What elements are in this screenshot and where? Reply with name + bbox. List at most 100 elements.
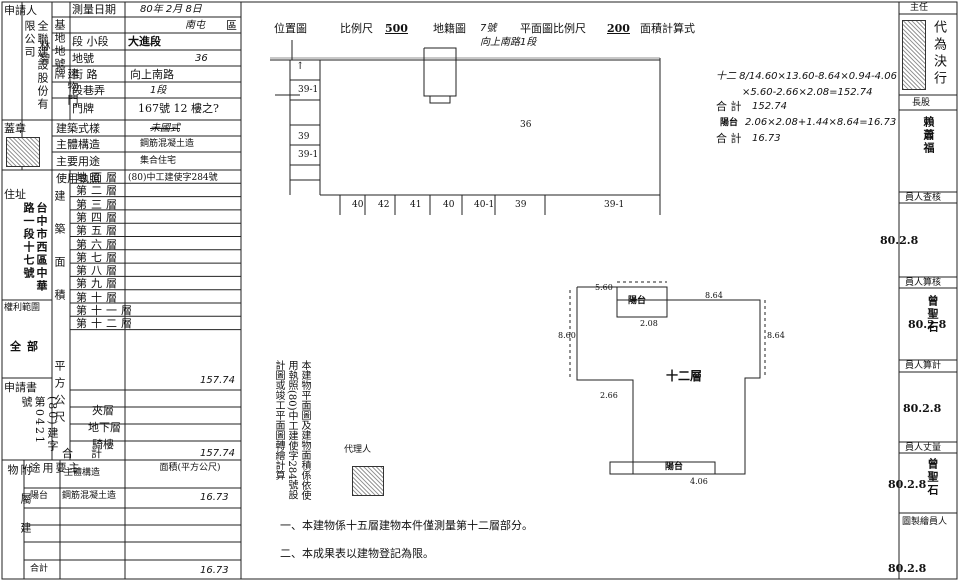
calc-line-1: 十二 8/14.60×13.60-8.64×0.94-4.06 bbox=[716, 71, 897, 82]
annex-label: 附屬建物 bbox=[6, 464, 32, 551]
address-value: 台中市西區中華路一段十七號 bbox=[22, 202, 48, 293]
lot-number: 39-1 bbox=[604, 200, 625, 210]
plan-scale-label: 平面圖比例尺 bbox=[520, 22, 586, 35]
road-label: 向上南路1段 bbox=[480, 37, 537, 48]
annex-use-label: 主要用途 bbox=[28, 462, 80, 475]
street-label: 街 路 bbox=[72, 68, 98, 81]
annex-area-label: 面積(平方公尺) bbox=[159, 463, 221, 473]
base-label: 基地地號 bbox=[53, 19, 66, 71]
location-label: 位置圖 bbox=[274, 22, 307, 35]
basement-label: 地下層 bbox=[88, 421, 121, 434]
review-date: 80.2.8 bbox=[880, 234, 919, 247]
sidebar-head: 主任 bbox=[910, 3, 929, 13]
dimension-label: 2.08 bbox=[640, 319, 658, 328]
floor-row-label: 第二層 bbox=[76, 184, 121, 198]
note-vertical: 本建物平面圖及建物面積係依使用執照(80)中工建使字284號設計圖或竣工平面圖轉… bbox=[273, 360, 310, 500]
chief-label: 長股 bbox=[912, 98, 931, 108]
applicant-name: 林智 bbox=[38, 40, 51, 66]
chief-seal bbox=[902, 20, 926, 90]
applicant-label: 申請人 bbox=[4, 4, 37, 17]
scale-value: 500 bbox=[385, 22, 408, 35]
proxy-text: 代為決行 bbox=[931, 20, 946, 88]
check-label: 員人算核 bbox=[905, 278, 942, 288]
survey-date: 80.2.8 bbox=[888, 478, 927, 491]
calc-total: 152.74 bbox=[752, 101, 787, 112]
balcony-total: 16.73 bbox=[752, 133, 781, 144]
section-label: 段 小段 bbox=[72, 35, 109, 48]
lane-label: 段巷弄 bbox=[72, 84, 105, 97]
floor-area-label: 建築面積 bbox=[53, 190, 66, 322]
calc-label: 員人算計 bbox=[905, 361, 942, 371]
door-value: 167號 12 樓之? bbox=[138, 102, 219, 115]
floor-row-label: 第十層 bbox=[76, 290, 121, 304]
check-date: 80.2.8 bbox=[908, 318, 947, 331]
lot-number: 39-1 bbox=[298, 150, 319, 160]
calc-total-label: 合 計 bbox=[716, 100, 742, 113]
arcade-label: 騎樓 bbox=[92, 438, 114, 451]
survey-date-label: 測量日期 bbox=[72, 3, 116, 16]
use-label: 主要用途 bbox=[56, 155, 100, 168]
lot-number: 39 bbox=[515, 200, 527, 210]
unit-label: 平方公尺 bbox=[53, 360, 66, 428]
calc-date: 80.2.8 bbox=[903, 402, 942, 415]
annex-structure-label: 主體構造 bbox=[64, 468, 101, 478]
annex-total: 16.73 bbox=[200, 565, 229, 576]
location-plan bbox=[270, 40, 661, 215]
bldg-no-label: 建物門牌 bbox=[53, 68, 79, 107]
scope-value: 全部 bbox=[10, 340, 44, 353]
style-label: 建築式樣 bbox=[56, 122, 100, 135]
scale-label: 比例尺 bbox=[340, 22, 373, 35]
door-label: 門牌 bbox=[72, 102, 94, 115]
note-1: 一、本建物係十五層建物本件僅測量第十二層部分。 bbox=[280, 519, 533, 532]
map-no: 7號 bbox=[480, 23, 497, 34]
annex-structure: 鋼筋混凝土造 bbox=[62, 491, 117, 501]
surveyor-seal bbox=[352, 466, 384, 496]
dimension-label: 5.60 bbox=[595, 283, 613, 292]
floor-plan-label: 十二層 bbox=[666, 369, 703, 383]
review-label: 員人查核 bbox=[905, 193, 942, 203]
total-value: 157.74 bbox=[200, 448, 235, 459]
address-label: 住址 bbox=[4, 188, 26, 201]
floor-row-label: 第七層 bbox=[76, 250, 121, 264]
lot-value: 36 bbox=[195, 53, 208, 64]
applicant-seal bbox=[6, 137, 40, 167]
lot-36: 36 bbox=[520, 120, 532, 130]
floor-row-label: 第九層 bbox=[76, 277, 121, 291]
total-label: 合計 bbox=[62, 447, 120, 460]
draw-date: 80.2.8 bbox=[888, 562, 927, 575]
draw-label: 圖製繪員人 bbox=[902, 517, 948, 527]
license-label: 使用執照 bbox=[56, 172, 100, 185]
calc-line-2: ×5.60-2.66×2.08=152.74 bbox=[742, 87, 873, 98]
survey-label: 員人丈量 bbox=[905, 443, 942, 453]
lot-number: 39-1 bbox=[298, 85, 319, 95]
floor-plan-outline bbox=[569, 281, 766, 475]
applicant-doc-value: (80)建字第0421號 bbox=[20, 396, 59, 453]
lane-value: 1段 bbox=[150, 85, 167, 96]
dimension-label: 8.60 bbox=[558, 331, 576, 340]
lot-number: 40 bbox=[352, 200, 364, 210]
surveyor-label: 代理人 bbox=[344, 445, 372, 455]
seal-label: 蓋章 bbox=[4, 122, 26, 135]
annex-use: 陽台 bbox=[30, 491, 49, 501]
plan-scale-value: 200 bbox=[607, 22, 630, 35]
area-formula-label: 面積計算式 bbox=[640, 22, 695, 35]
survey-date-value: 80年 2月 8日 bbox=[140, 4, 202, 15]
applicant-org: 全聯建設股份有限公司 bbox=[23, 20, 49, 111]
map-label: 地籍圖 bbox=[433, 22, 466, 35]
dimension-label: 4.06 bbox=[690, 477, 708, 486]
dimension-label: 2.66 bbox=[600, 391, 618, 400]
scope-label: 權利範圍 bbox=[4, 303, 41, 313]
lot-number: 40 bbox=[443, 200, 455, 210]
lot-label: 地號 bbox=[72, 52, 94, 65]
north-arrow-icon: ↑ bbox=[296, 61, 305, 72]
style-value: 未國式 bbox=[150, 123, 180, 134]
floor-row-label: 第四層 bbox=[76, 210, 121, 224]
lot-number: 41 bbox=[410, 200, 422, 210]
mezz-label: 夾層 bbox=[92, 404, 114, 417]
floor-row-label: 地面層 bbox=[76, 171, 121, 184]
floor-row-label: 第三層 bbox=[76, 197, 121, 211]
street-value: 向上南路 bbox=[130, 68, 174, 81]
floor-row-label: 第十二層 bbox=[76, 317, 136, 331]
balcony-calc: 2.06×2.08+1.44×8.64=16.73 bbox=[745, 117, 897, 128]
surveyor-stamp-name: 曾聖石 bbox=[926, 458, 939, 497]
